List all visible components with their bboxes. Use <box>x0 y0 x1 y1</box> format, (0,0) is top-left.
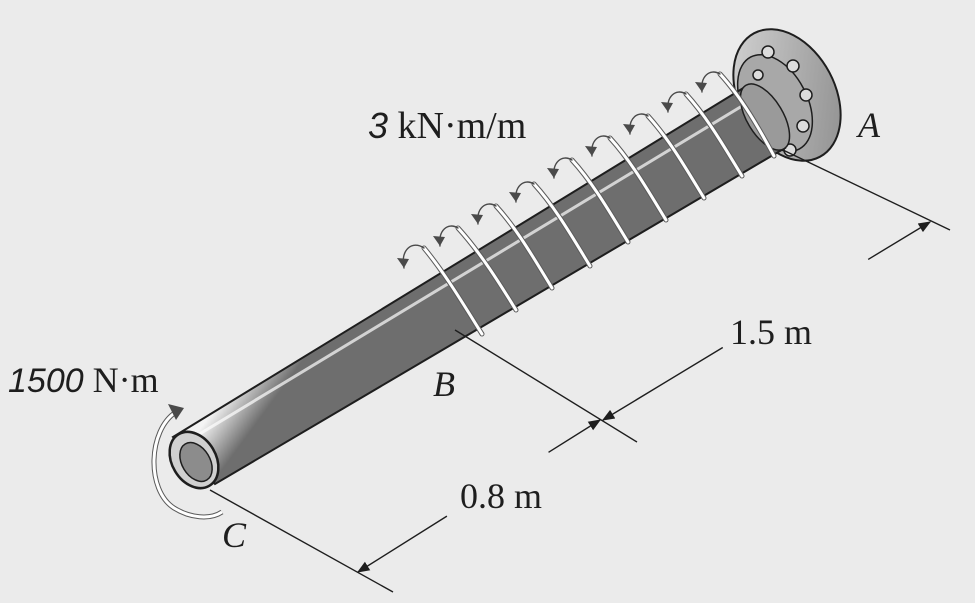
shaft <box>168 83 791 490</box>
flange-bolts <box>752 45 813 157</box>
point-label-C: C <box>222 515 247 555</box>
distributed-torque-label: 3 kN·m/m <box>368 105 526 147</box>
extension-line-B <box>454 329 638 443</box>
distributed-torque-helix <box>397 71 777 337</box>
concentrated-torque-arrow <box>151 404 224 520</box>
dimension-AB <box>601 221 932 421</box>
dimension-BC <box>356 419 602 573</box>
concentrated-torque-label: 1500 N·m <box>8 360 159 400</box>
dimension-label-AB: 1.5 m <box>730 312 812 352</box>
dimension-lines <box>209 149 951 593</box>
point-label-A: A <box>856 105 881 145</box>
dimension-label-BC: 0.8 m <box>460 476 542 516</box>
helix-arrowheads <box>397 82 707 268</box>
point-label-B: B <box>433 364 455 404</box>
extension-line-A <box>782 149 951 231</box>
extension-line-C <box>209 489 394 593</box>
